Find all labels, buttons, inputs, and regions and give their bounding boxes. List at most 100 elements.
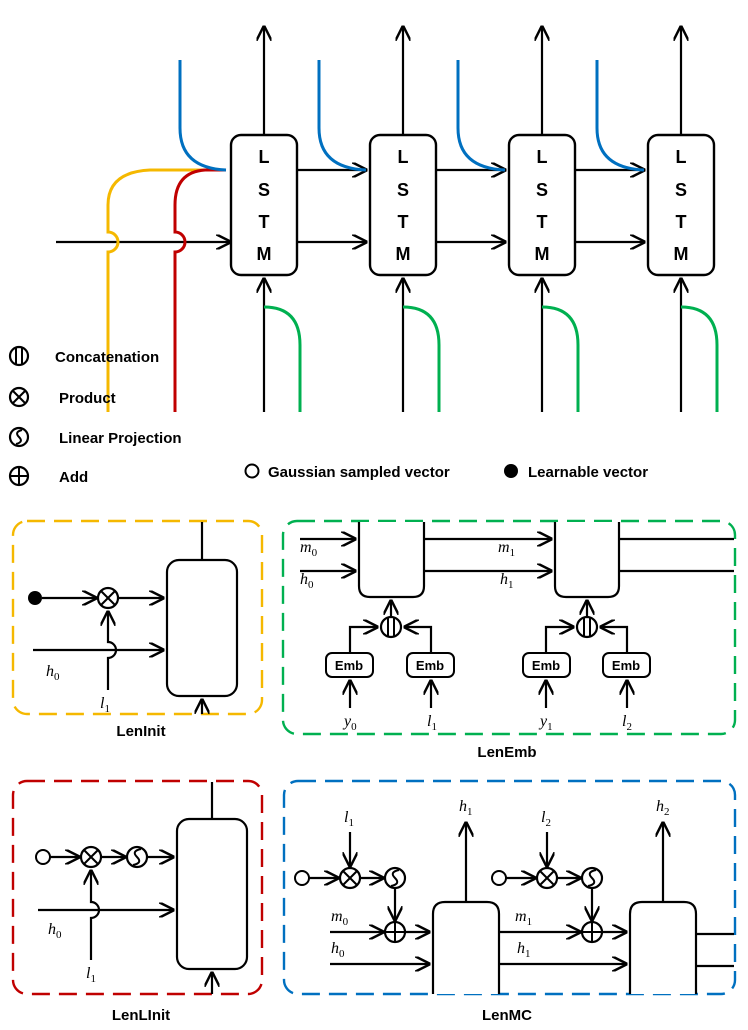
panel-leninit: h0 l1 LenInit	[11, 519, 264, 740]
legend-concat-label: Concatenation	[55, 349, 159, 366]
var-l2: l2	[541, 809, 551, 829]
product-icon	[535, 866, 559, 890]
var-h1: h1	[517, 940, 531, 960]
lstm-cell	[553, 522, 621, 599]
emb-label: Emb	[532, 658, 560, 673]
var-h0: h0	[46, 663, 60, 683]
lstm-letter: T	[676, 212, 687, 232]
gaussian-vector-icon	[491, 870, 507, 886]
var-m1: m1	[515, 908, 532, 928]
green-emb-line	[402, 305, 441, 412]
var-l1: l1	[100, 695, 110, 715]
lstm-letter: T	[537, 212, 548, 232]
gaussian-vector-icon	[294, 870, 310, 886]
emb-box	[325, 652, 374, 678]
var-h0: h0	[300, 571, 314, 591]
linear-projection-icon	[125, 845, 149, 869]
var-l1: l1	[86, 965, 96, 985]
emb-box	[522, 652, 571, 678]
lstm-letters-2: L S T M	[396, 147, 411, 264]
gaussian-vector-icon	[244, 463, 260, 479]
var-h0: h0	[331, 940, 345, 960]
add-icon	[8, 465, 30, 487]
learnable-vector-icon	[28, 591, 42, 605]
lstm-letters-4: L S T M	[674, 147, 689, 264]
var-m0: m0	[300, 539, 318, 559]
emb-label: Emb	[416, 658, 444, 673]
lstm-chain: L S T M L S T M L S T M L S T M	[56, 27, 719, 412]
concat-icon	[379, 615, 403, 639]
emb-box	[602, 652, 651, 678]
lstm-cell	[357, 522, 426, 599]
panel-lenlinit: h0 l1 LenLInit	[11, 779, 264, 1024]
red-init-line	[173, 168, 226, 412]
concat-icon	[8, 345, 30, 367]
caption-leninit: LenInit	[116, 723, 165, 740]
var-m1: m1	[498, 539, 515, 559]
legend: Concatenation Product Linear Projection …	[8, 345, 648, 487]
caption-lenemb: LenEmb	[477, 744, 536, 761]
var-h0: h0	[48, 921, 62, 941]
product-icon	[8, 386, 30, 408]
legend-learn-label: Learnable vector	[528, 464, 648, 481]
panel-lenmc: h1 h2 l1 m0 h0 l2	[282, 779, 737, 1024]
var-m0: m0	[331, 908, 349, 928]
green-emb-line	[541, 305, 580, 412]
lstm-letter: T	[398, 212, 409, 232]
emb-box	[406, 652, 455, 678]
linear-projection-icon	[8, 426, 30, 448]
lstm-letter: S	[536, 180, 548, 200]
legend-linear-label: Linear Projection	[59, 430, 182, 447]
linear-projection-icon	[580, 866, 604, 890]
var-y1: y1	[538, 713, 553, 733]
lstm-cell	[175, 817, 249, 971]
lstm-letters-3: L S T M	[535, 147, 550, 264]
add-icon	[580, 920, 604, 944]
var-l2: l2	[622, 713, 632, 733]
lstm-letter: L	[676, 147, 687, 167]
legend-gauss-label: Gaussian sampled vector	[268, 464, 450, 481]
var-l1: l1	[427, 713, 437, 733]
legend-product-label: Product	[59, 390, 116, 407]
green-emb-line	[263, 305, 302, 412]
caption-lenlinit: LenLInit	[112, 1007, 170, 1024]
lstm-letter: M	[257, 244, 272, 264]
learnable-vector-icon	[504, 464, 518, 478]
lstm-letter: L	[259, 147, 270, 167]
lstm-letter: S	[675, 180, 687, 200]
lstm-letter: M	[674, 244, 689, 264]
lstm-letters-1: L S T M	[257, 147, 272, 264]
var-l1: l1	[344, 809, 354, 829]
var-h1: h1	[500, 571, 514, 591]
lstm-letter: T	[259, 212, 270, 232]
legend-add-label: Add	[59, 469, 88, 486]
gaussian-vector-icon	[35, 849, 51, 865]
emb-label: Emb	[612, 658, 640, 673]
blue-mc-line	[595, 60, 645, 172]
product-icon	[79, 845, 103, 869]
lstm-cell	[431, 900, 501, 994]
caption-lenmc: LenMC	[482, 1007, 532, 1024]
var-h2: h2	[656, 798, 670, 818]
product-icon	[338, 866, 362, 890]
lstm-cell	[165, 558, 239, 698]
product-icon	[96, 586, 120, 610]
lstm-letter: M	[535, 244, 550, 264]
lstm-letter: S	[258, 180, 270, 200]
lstm-letter: S	[397, 180, 409, 200]
green-emb-line	[680, 305, 719, 412]
add-icon	[383, 920, 407, 944]
var-y0: y0	[342, 713, 357, 733]
concat-icon	[575, 615, 599, 639]
yellow-init-line	[106, 168, 226, 412]
lstm-letter: L	[537, 147, 548, 167]
panel-lenemb: m0 h0 m1 h1 Emb Emb y0 l1 Emb	[281, 519, 737, 761]
linear-projection-icon	[383, 866, 407, 890]
var-h1: h1	[459, 798, 473, 818]
blue-mc-line	[456, 60, 506, 172]
lstm-letter: M	[396, 244, 411, 264]
blue-mc-line	[178, 60, 227, 172]
emb-label: Emb	[335, 658, 363, 673]
lstm-cell	[628, 900, 698, 994]
